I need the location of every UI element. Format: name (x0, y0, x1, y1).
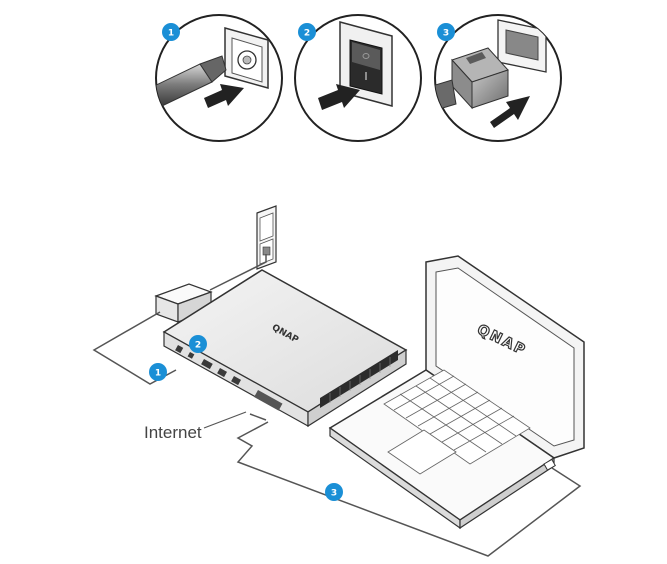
outlet-to-adapter-cable (209, 254, 267, 291)
diagram-badge-3: 3 (325, 483, 343, 501)
wall-outlet-icon (256, 205, 277, 270)
step1-badge: 1 (162, 23, 180, 41)
laptop-touchpad (387, 429, 457, 475)
power-adapter-icon (154, 283, 213, 323)
internet-label: Internet (144, 423, 202, 442)
diagram-badge-1: 1 (149, 363, 167, 381)
diagram-badge-2-number: 2 (195, 341, 201, 351)
step2-illustration (294, 14, 422, 142)
laptop-icon: QNAP (328, 255, 585, 530)
power-switch-icon (318, 21, 393, 110)
diagram-badge-3-number: 3 (331, 489, 337, 499)
step1-illustration (155, 14, 283, 142)
vent-grille (320, 350, 398, 408)
device-ports (175, 345, 283, 411)
laptop-ethernet-port (543, 458, 556, 471)
diagram-badge-2: 2 (189, 335, 207, 353)
step3-number: 3 (443, 29, 449, 39)
internet-leader-line (203, 411, 247, 429)
device-to-laptop-cable (236, 421, 582, 557)
qnap-device: QNAP (162, 269, 408, 428)
power-plug-socket-icon (156, 27, 269, 108)
step2-badge: 2 (298, 23, 316, 41)
step2-number: 2 (304, 29, 310, 39)
ethernet-plug-icon (435, 19, 547, 128)
step3-illustration (434, 14, 562, 142)
internet-cable-stub (249, 413, 267, 421)
step1-number: 1 (168, 29, 174, 39)
diagram-badge-1-number: 1 (155, 369, 161, 379)
step3-badge: 3 (437, 23, 455, 41)
